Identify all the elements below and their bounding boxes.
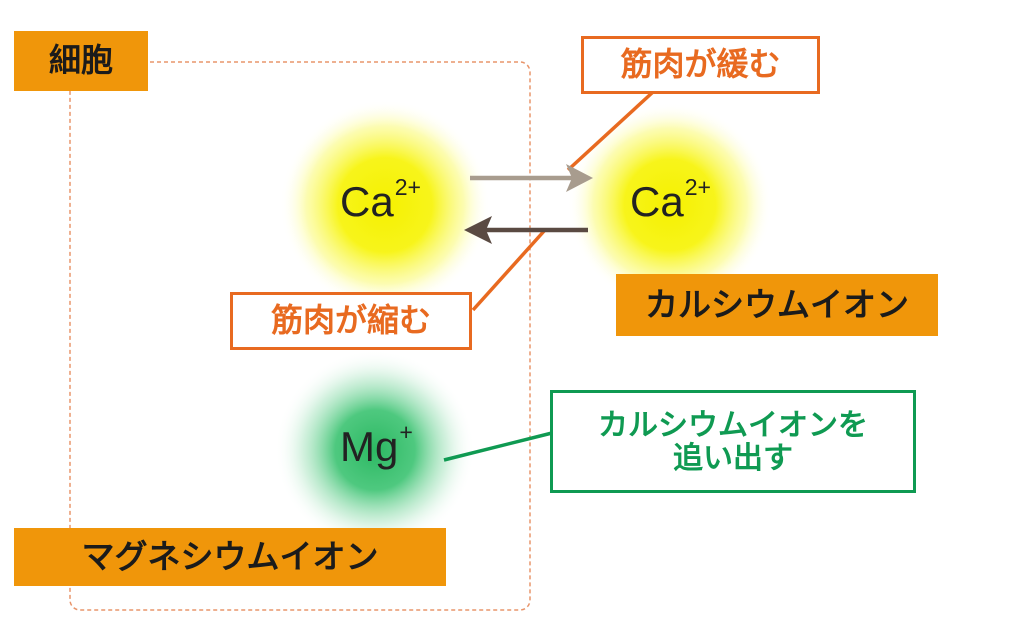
ca-outside-ion: Ca2+	[630, 174, 711, 226]
cell-boundary	[69, 61, 531, 611]
ca-inside-charge: 2+	[394, 174, 422, 201]
expel-calcium-line1: カルシウムイオンを	[598, 407, 868, 443]
expel-calcium-line2: 追い出す	[673, 440, 793, 476]
ca-outside-charge: 2+	[684, 174, 712, 201]
contract-connector-line	[471, 228, 547, 312]
ca-outside-glow	[568, 103, 772, 307]
mg-symbol: Mg	[340, 423, 399, 470]
mg-charge: +	[399, 419, 413, 446]
expel-connector-line	[443, 431, 553, 462]
mg-glow	[275, 350, 475, 550]
influx-arrow	[464, 216, 588, 244]
relax-connector-line	[566, 90, 655, 172]
ca-inside-ion: Ca2+	[340, 174, 421, 226]
muscle-contracts-label: 筋肉が縮む	[230, 292, 472, 350]
magnesium-ion-label: マグネシウムイオン	[14, 528, 446, 586]
muscle-relaxes-label: 筋肉が緩む	[581, 36, 820, 94]
calcium-ion-label: カルシウムイオン	[616, 274, 938, 336]
efflux-arrow	[470, 164, 593, 192]
cell-label: 細胞	[14, 31, 148, 91]
expel-calcium-label: カルシウムイオンを 追い出す	[550, 390, 916, 493]
ca-outside-symbol: Ca	[630, 178, 684, 225]
ca-inside-glow	[280, 100, 490, 310]
mg-ion: Mg+	[340, 419, 413, 471]
ca-inside-symbol: Ca	[340, 178, 394, 225]
